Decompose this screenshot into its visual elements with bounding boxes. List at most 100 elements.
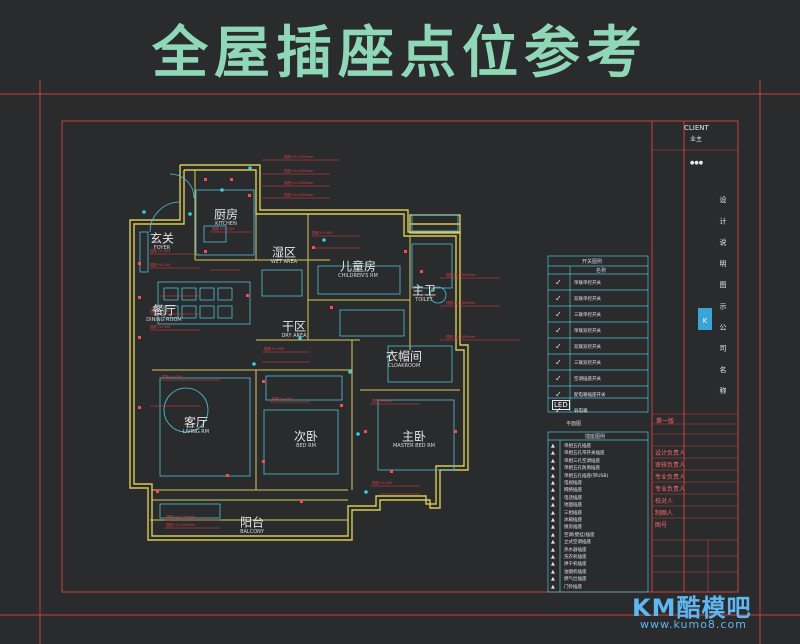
legend1-item: 空调插座开关 xyxy=(574,377,601,382)
room-sublabel-canting: DINING ROOM xyxy=(146,317,182,323)
room-sublabel-shiqu: WET AREA xyxy=(270,259,298,265)
legend2-header: 插座图例 xyxy=(585,434,606,440)
room-sublabel-chufang: KITCHEN xyxy=(215,221,237,227)
legend1-item: 配电箱插座开关 xyxy=(574,393,606,398)
room-label-ganqu: 干区 xyxy=(281,319,307,334)
socket-symbol-icon: ▲ xyxy=(551,450,555,457)
legend1-item: 双联双控开关 xyxy=(574,345,601,350)
socket-symbol-icon: ▲ xyxy=(551,583,555,590)
room-label-canting: 餐厅 xyxy=(151,303,177,318)
svg-text:插座 H=1100mm: 插座 H=1100mm xyxy=(284,168,314,173)
svg-text:插座 H=1100mm: 插座 H=1100mm xyxy=(284,154,314,159)
switch-symbol-icon: ✓ xyxy=(555,326,562,335)
legend2-note: 平面图 xyxy=(566,421,582,427)
socket-symbol-icon: ▲ xyxy=(551,457,555,464)
svg-text:插座 H=1100: 插座 H=1100 xyxy=(212,226,235,231)
svg-text:插座 H=1000mm: 插座 H=1000mm xyxy=(446,300,476,305)
legend2-item: 地面插座 xyxy=(564,503,582,509)
legend2-item: 热水器插座 xyxy=(564,547,587,553)
legend2-item: 单相五孔防溅插座 xyxy=(564,466,600,472)
socket-symbol-icon: ▲ xyxy=(551,568,555,575)
svg-text:K: K xyxy=(703,317,708,325)
legend2-item: 立式空调插座 xyxy=(564,540,591,546)
socket-symbol-icon: ▲ xyxy=(551,531,555,538)
legend1-item: 单联单控开关 xyxy=(574,281,601,286)
svg-text:插座 H=300: 插座 H=300 xyxy=(312,230,332,235)
client-value: 业主 xyxy=(690,136,703,143)
legend2-item: 洗衣机插座 xyxy=(564,555,587,560)
room-label-zhuwo: 主卧 xyxy=(401,429,427,444)
room-label-keting: 客厅 xyxy=(183,415,209,430)
title-block-row: 制图人 xyxy=(655,510,674,517)
title-block-row: 图号 xyxy=(655,522,668,529)
svg-text:插座 H=1100mm: 插座 H=1100mm xyxy=(166,522,196,527)
socket-symbol-icon: ▲ xyxy=(551,494,555,501)
legend2-item: 单相五孔带开关插座 xyxy=(564,451,605,457)
page-title: 全屋插座点位参考 xyxy=(152,21,648,86)
watermark-brand: KM酷模吧 xyxy=(632,594,752,622)
legend2-item: 单相三孔空调插座 xyxy=(564,458,600,464)
client-label: CLIENT xyxy=(684,124,709,132)
title-block-row: 专业负责人 xyxy=(655,474,686,481)
switch-symbol-icon: ✓ xyxy=(555,374,562,383)
title-block-row: 校对人 xyxy=(655,498,674,505)
legend2-item: 电视插座 xyxy=(564,481,582,486)
svg-text:插座 H=1100mm: 插座 H=1100mm xyxy=(284,180,314,185)
socket-symbol-icon: ▲ xyxy=(551,576,555,583)
legend2-item: 电话插座 xyxy=(564,495,582,501)
room-sublabel-zhuwo: MASTER BED RM xyxy=(392,443,436,449)
legend1-item: 弱电箱 xyxy=(574,409,588,414)
room-label-yangtai: 阳台 xyxy=(239,515,265,530)
switch-symbol-icon: ✓ xyxy=(555,342,562,351)
legend1-header-b: 名称 xyxy=(596,268,607,274)
legend2-item: 门铃插座 xyxy=(564,584,582,590)
room-label-chufang: 厨房 xyxy=(213,207,239,222)
socket-symbol-icon: ▲ xyxy=(551,517,555,523)
title-block-row: 专业负责人 xyxy=(655,486,686,493)
svg-text:插座 H=300: 插座 H=300 xyxy=(150,248,170,253)
socket-symbol-icon: ▲ xyxy=(551,554,555,560)
socket-symbol-icon: ▲ xyxy=(551,502,555,509)
revision-no: 第一版 xyxy=(656,418,675,425)
switch-symbol-icon: ✓ xyxy=(555,390,562,399)
room-sublabel-keting: LIVING RM xyxy=(182,429,210,435)
company-vertical-text: 设 计 说 明 图 示 公 司 名 称 xyxy=(719,196,727,401)
legend2-item: 三相插座 xyxy=(564,510,582,516)
room-label-zhuwei: 主卫 xyxy=(411,283,437,298)
svg-text:插座 H=300: 插座 H=300 xyxy=(272,396,292,401)
switch-symbol-icon: ✓ xyxy=(555,358,562,367)
socket-symbol-icon: ▲ xyxy=(551,465,555,472)
room-sublabel-xuanguan: FOYER xyxy=(153,245,171,251)
room-sublabel-ciwo: BED RM xyxy=(296,443,316,449)
svg-text:插座 H=300: 插座 H=300 xyxy=(372,480,392,485)
socket-symbol-icon: ▲ xyxy=(551,443,555,449)
svg-text:插座 H=1000mm: 插座 H=1000mm xyxy=(446,272,476,277)
switch-symbol-icon: ✓ xyxy=(555,406,562,415)
switch-symbol-icon: ✓ xyxy=(555,294,562,303)
socket-symbol-icon: ▲ xyxy=(551,561,555,568)
room-label-shiqu: 湿区 xyxy=(271,245,297,260)
svg-text:插座 H=1000mm: 插座 H=1000mm xyxy=(446,334,476,339)
legend2-item: 油烟机插座 xyxy=(564,569,587,575)
legend1-item: 三联单控开关 xyxy=(574,313,601,318)
svg-text:插座 H=300: 插座 H=300 xyxy=(150,324,170,329)
socket-symbol-icon: ▲ xyxy=(551,524,555,531)
room-label-yimaojian: 衣帽间 xyxy=(385,349,423,364)
legend2-item: 燃气灶插座 xyxy=(564,577,587,583)
room-label-ciwo: 次卧 xyxy=(293,429,319,444)
socket-symbol-icon: ▲ xyxy=(551,546,555,553)
room-sublabel-yangtai: BALCONY xyxy=(240,529,264,535)
svg-text:插座 H=300: 插座 H=300 xyxy=(150,262,170,267)
title-block-row: 设计负责人 xyxy=(655,450,686,457)
legend2-item: 厨房插座 xyxy=(564,525,582,531)
legend1-item: 三联双控开关 xyxy=(574,361,601,366)
room-label-xuanguan: 玄关 xyxy=(149,231,175,246)
legend2-item: 冰箱插座 xyxy=(564,518,582,523)
socket-symbol-icon: ▲ xyxy=(551,480,555,486)
room-sublabel-ganqu: DRY AREA xyxy=(281,333,307,339)
room-sublabel-zhuwei: TOILET xyxy=(415,297,433,303)
legend2-item: 网络插座 xyxy=(564,488,582,494)
legend2-item: 空调(壁挂)插座 xyxy=(564,532,595,538)
legend1-item: 双联单控开关 xyxy=(574,297,601,302)
